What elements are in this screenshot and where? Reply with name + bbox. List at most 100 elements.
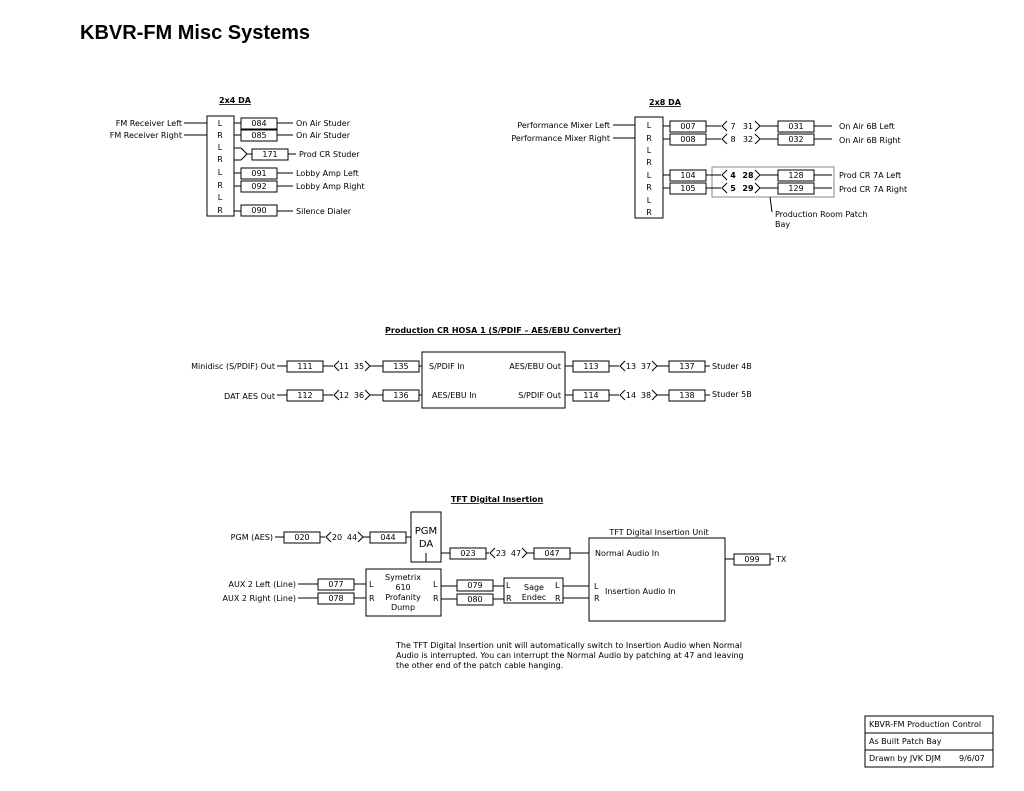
- normal-arrow-4: [706, 169, 728, 181]
- jack-111-label: 111: [297, 362, 312, 371]
- normal-14-label: 14: [626, 391, 636, 400]
- lobby-amp-right-label: Lobby Amp Right: [296, 182, 365, 191]
- normal-arrow-5: [706, 182, 728, 194]
- normal-13-label: 13: [626, 362, 636, 371]
- normal-arrow-11: [323, 360, 340, 372]
- jack-023-label: 023: [460, 549, 475, 558]
- jack-032-label: 032: [788, 135, 803, 144]
- jack-078-label: 078: [328, 594, 343, 603]
- jack-047-label: 047: [544, 549, 559, 558]
- normal-31-label: 31: [743, 122, 753, 131]
- normal-arrow-13: [609, 360, 626, 372]
- hosa-section: Production CR HOSA 1 (S/PDIF – AES/EBU C…: [191, 326, 752, 409]
- normal-arrow-23: [486, 547, 496, 559]
- tft-unit-title: TFT Digital Insertion Unit: [608, 528, 708, 537]
- title-block-drawn-by: Drawn by JVK DJM: [869, 754, 941, 763]
- hosa-header: Production CR HOSA 1 (S/PDIF – AES/EBU C…: [385, 326, 621, 335]
- normal-35-label: 35: [354, 362, 364, 371]
- normal-arrow-36: [364, 389, 383, 401]
- da-2x4-lr-0: L: [218, 119, 223, 128]
- patch-bay-note-line-1: Production Room Patch: [775, 210, 867, 219]
- sage-in-l: L: [506, 581, 511, 590]
- sage-endec-label-1: Sage: [524, 583, 544, 592]
- normal-11-label: 11: [339, 362, 349, 371]
- jack-084-label: 084: [251, 119, 266, 128]
- normal-arrow-7: [706, 120, 728, 132]
- da-2x4-lr-1: R: [217, 131, 223, 140]
- jack-138-label: 138: [679, 391, 694, 400]
- jack-099-label: 099: [744, 555, 759, 564]
- tft-note-line-3: the other end of the patch cable hanging…: [396, 661, 563, 670]
- da-2x8-lr-2: L: [647, 146, 652, 155]
- hosa-converter-box: [421, 351, 566, 409]
- sage-out-r: R: [555, 594, 561, 603]
- title-block-date: 9/6/07: [959, 754, 985, 763]
- normal-arrow-28: [754, 169, 778, 181]
- tft-note-line-2: Audio is interrupted. You can interrupt …: [396, 651, 744, 660]
- symetrix-in-r: R: [369, 594, 375, 603]
- normal-arrow-44: [357, 531, 370, 543]
- tft-insertion-unit-box: [588, 537, 726, 622]
- jack-129-label: 129: [788, 184, 803, 193]
- da-2x8-section: 2x8 DA L R L R L R L R Performance Mixer…: [511, 98, 907, 229]
- jack-077-label: 077: [328, 580, 343, 589]
- da-2x8-lr-1: R: [646, 134, 652, 143]
- on-air-6b-right-label: On Air 6B Right: [839, 136, 901, 145]
- fm-receiver-left-label: FM Receiver Left: [116, 119, 182, 128]
- jack-090-label: 090: [251, 206, 266, 215]
- spdif-out-label: S/PDIF Out: [518, 391, 561, 400]
- symetrix-label-4: Dump: [391, 603, 415, 612]
- da-2x8-lr-7: R: [646, 208, 652, 217]
- normal-37-label: 37: [641, 362, 651, 371]
- production-room-patch-bay-box: [711, 166, 835, 198]
- symetrix-label-3: Profanity: [385, 593, 421, 602]
- jack-080-label: 080: [467, 595, 482, 604]
- da-2x4-lr-5: R: [217, 181, 223, 190]
- normal-7-label: 7: [730, 122, 735, 131]
- normal-36-label: 36: [354, 391, 364, 400]
- page-title: KBVR-FM Misc Systems: [80, 22, 311, 44]
- jack-104-label: 104: [680, 171, 695, 180]
- jack-171-label: 171: [262, 150, 277, 159]
- jack-128-label: 128: [788, 171, 803, 180]
- on-air-studer-2-label: On Air Studer: [296, 131, 351, 140]
- da-2x4-lr-6: L: [218, 193, 223, 202]
- normal-29-label: 29: [742, 184, 754, 193]
- prod-cr-7a-right-label: Prod CR 7A Right: [839, 185, 907, 194]
- aes-ebu-in-label: AES/EBU In: [432, 391, 477, 400]
- minidisc-out-label: Minidisc (S/PDIF) Out: [191, 362, 275, 371]
- silence-dialer-label: Silence Dialer: [296, 207, 352, 216]
- performance-mixer-right-label: Performance Mixer Right: [511, 134, 610, 143]
- tft-r-label: R: [594, 594, 600, 603]
- jack-031-label: 031: [788, 122, 803, 131]
- title-block: KBVR-FM Production Control As Built Patc…: [864, 715, 994, 768]
- normal-8-label: 8: [730, 135, 735, 144]
- performance-mixer-left-label: Performance Mixer Left: [517, 121, 610, 130]
- normal-arrow-8: [706, 133, 728, 145]
- patch-bay-note-line-2: Bay: [775, 220, 790, 229]
- on-air-studer-1-label: On Air Studer: [296, 119, 351, 128]
- normal-audio-in-label: Normal Audio In: [595, 549, 659, 558]
- normal-arrow-37: [651, 360, 669, 372]
- normal-44-label: 44: [347, 533, 357, 542]
- insertion-audio-in-label: Insertion Audio In: [605, 587, 675, 596]
- spdif-in-label: S/PDIF In: [429, 362, 465, 371]
- jack-020-label: 020: [294, 533, 309, 542]
- normal-28-label: 28: [742, 171, 754, 180]
- jack-079-label: 079: [467, 581, 482, 590]
- da-2x4-lr-7: R: [217, 206, 223, 215]
- pgm-aes-label: PGM (AES): [231, 533, 273, 542]
- jack-044-label: 044: [380, 533, 395, 542]
- normal-arrow-31: [754, 120, 778, 132]
- tft-l-label: L: [594, 582, 599, 591]
- tx-label: TX: [775, 555, 787, 564]
- prod-cr-7a-left-label: Prod CR 7A Left: [839, 171, 901, 180]
- da-2x8-lr-4: L: [647, 171, 652, 180]
- normal-arrow-47: [521, 547, 534, 559]
- sage-in-r: R: [506, 594, 512, 603]
- normal-47-label: 47: [511, 549, 521, 558]
- jack-114-label: 114: [583, 391, 598, 400]
- fm-receiver-right-label: FM Receiver Right: [110, 131, 182, 140]
- sage-endec-label-2: Endec: [522, 593, 547, 602]
- da-2x4-lr-2: L: [218, 143, 223, 152]
